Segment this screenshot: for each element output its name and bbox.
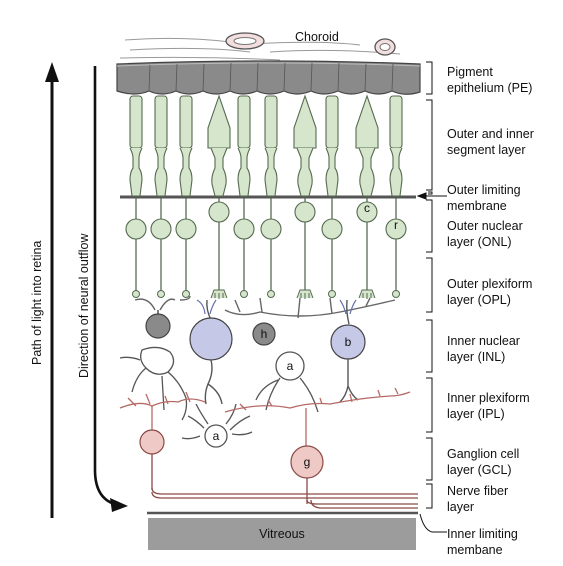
layer-label: Inner limiting [447,527,518,541]
ganglion-cell-label: g [304,455,311,469]
layer-label: epithelium (PE) [447,81,532,95]
layer-bracket [426,100,432,190]
layer-bracket [426,484,432,508]
bipolar-cell: b [331,300,365,402]
bipolar-cell-label: b [345,335,352,349]
layer-label: Inner plexiform [447,391,530,405]
layer-label: layer [447,500,474,514]
layer-brackets [426,62,432,508]
layer-label: layer (INL) [447,350,505,364]
layer-label: membrane [447,199,507,213]
vitreous: Vitreous [148,518,416,550]
layer-bracket [426,200,432,252]
ganglion-cell-left [140,430,164,490]
bipolar-cell-left [190,300,232,404]
layer-label: Pigment [447,65,493,79]
rod-label: r [394,218,398,232]
amacrine-cell-upper: a [256,352,318,412]
nerve-fiber-layer [152,488,418,508]
layer-label: Ganglion cell [447,447,519,461]
horizontal-cell-label: h [261,327,268,341]
amacrine-cell-label: a [213,429,220,443]
layer-bracket [426,62,432,94]
neural-outflow-arrow: Direction of neural outflow [77,66,128,512]
choroid-label: Choroid [295,30,339,44]
light-path-arrow: Path of light into retina [30,62,59,518]
layer-label: Outer plexiform [447,277,532,291]
layer-bracket [426,438,432,480]
ganglion-cell: g [291,446,323,504]
layer-label: segment layer [447,143,526,157]
neural-outflow-label: Direction of neural outflow [77,233,91,378]
layer-label: membane [447,543,503,557]
layer-bracket [426,378,432,432]
horizontal-cell-left [146,310,170,338]
vitreous-label: Vitreous [259,527,305,541]
choroid-region: Choroid [120,30,400,60]
layer-label: layer (OPL) [447,293,511,307]
layer-bracket [426,258,432,312]
layer-label: Inner nuclear [447,334,520,348]
pigment-epithelium [117,61,420,94]
layer-label: layer (IPL) [447,407,505,421]
layer-label: Outer and inner [447,127,534,141]
amacrine-cell-lower: a [182,404,252,447]
layer-label: layer (ONL) [447,235,512,249]
amacrine-cell-left [120,347,187,420]
layer-labels: Pigment epithelium (PE) Outer and inner seg… [447,65,534,557]
layer-bracket [428,192,432,194]
layer-label: layer (GCL) [447,463,512,477]
light-path-label: Path of light into retina [30,241,44,365]
amacrine-cell-label: a [287,359,294,373]
layer-label: Outer limiting [447,183,521,197]
layer-bracket [426,320,432,372]
layer-label: Outer nuclear [447,219,523,233]
horizontal-cell: h [253,323,275,345]
opl-dendrites [135,296,395,318]
cone-label: c [364,201,370,215]
layer-label: Nerve fiber [447,484,508,498]
